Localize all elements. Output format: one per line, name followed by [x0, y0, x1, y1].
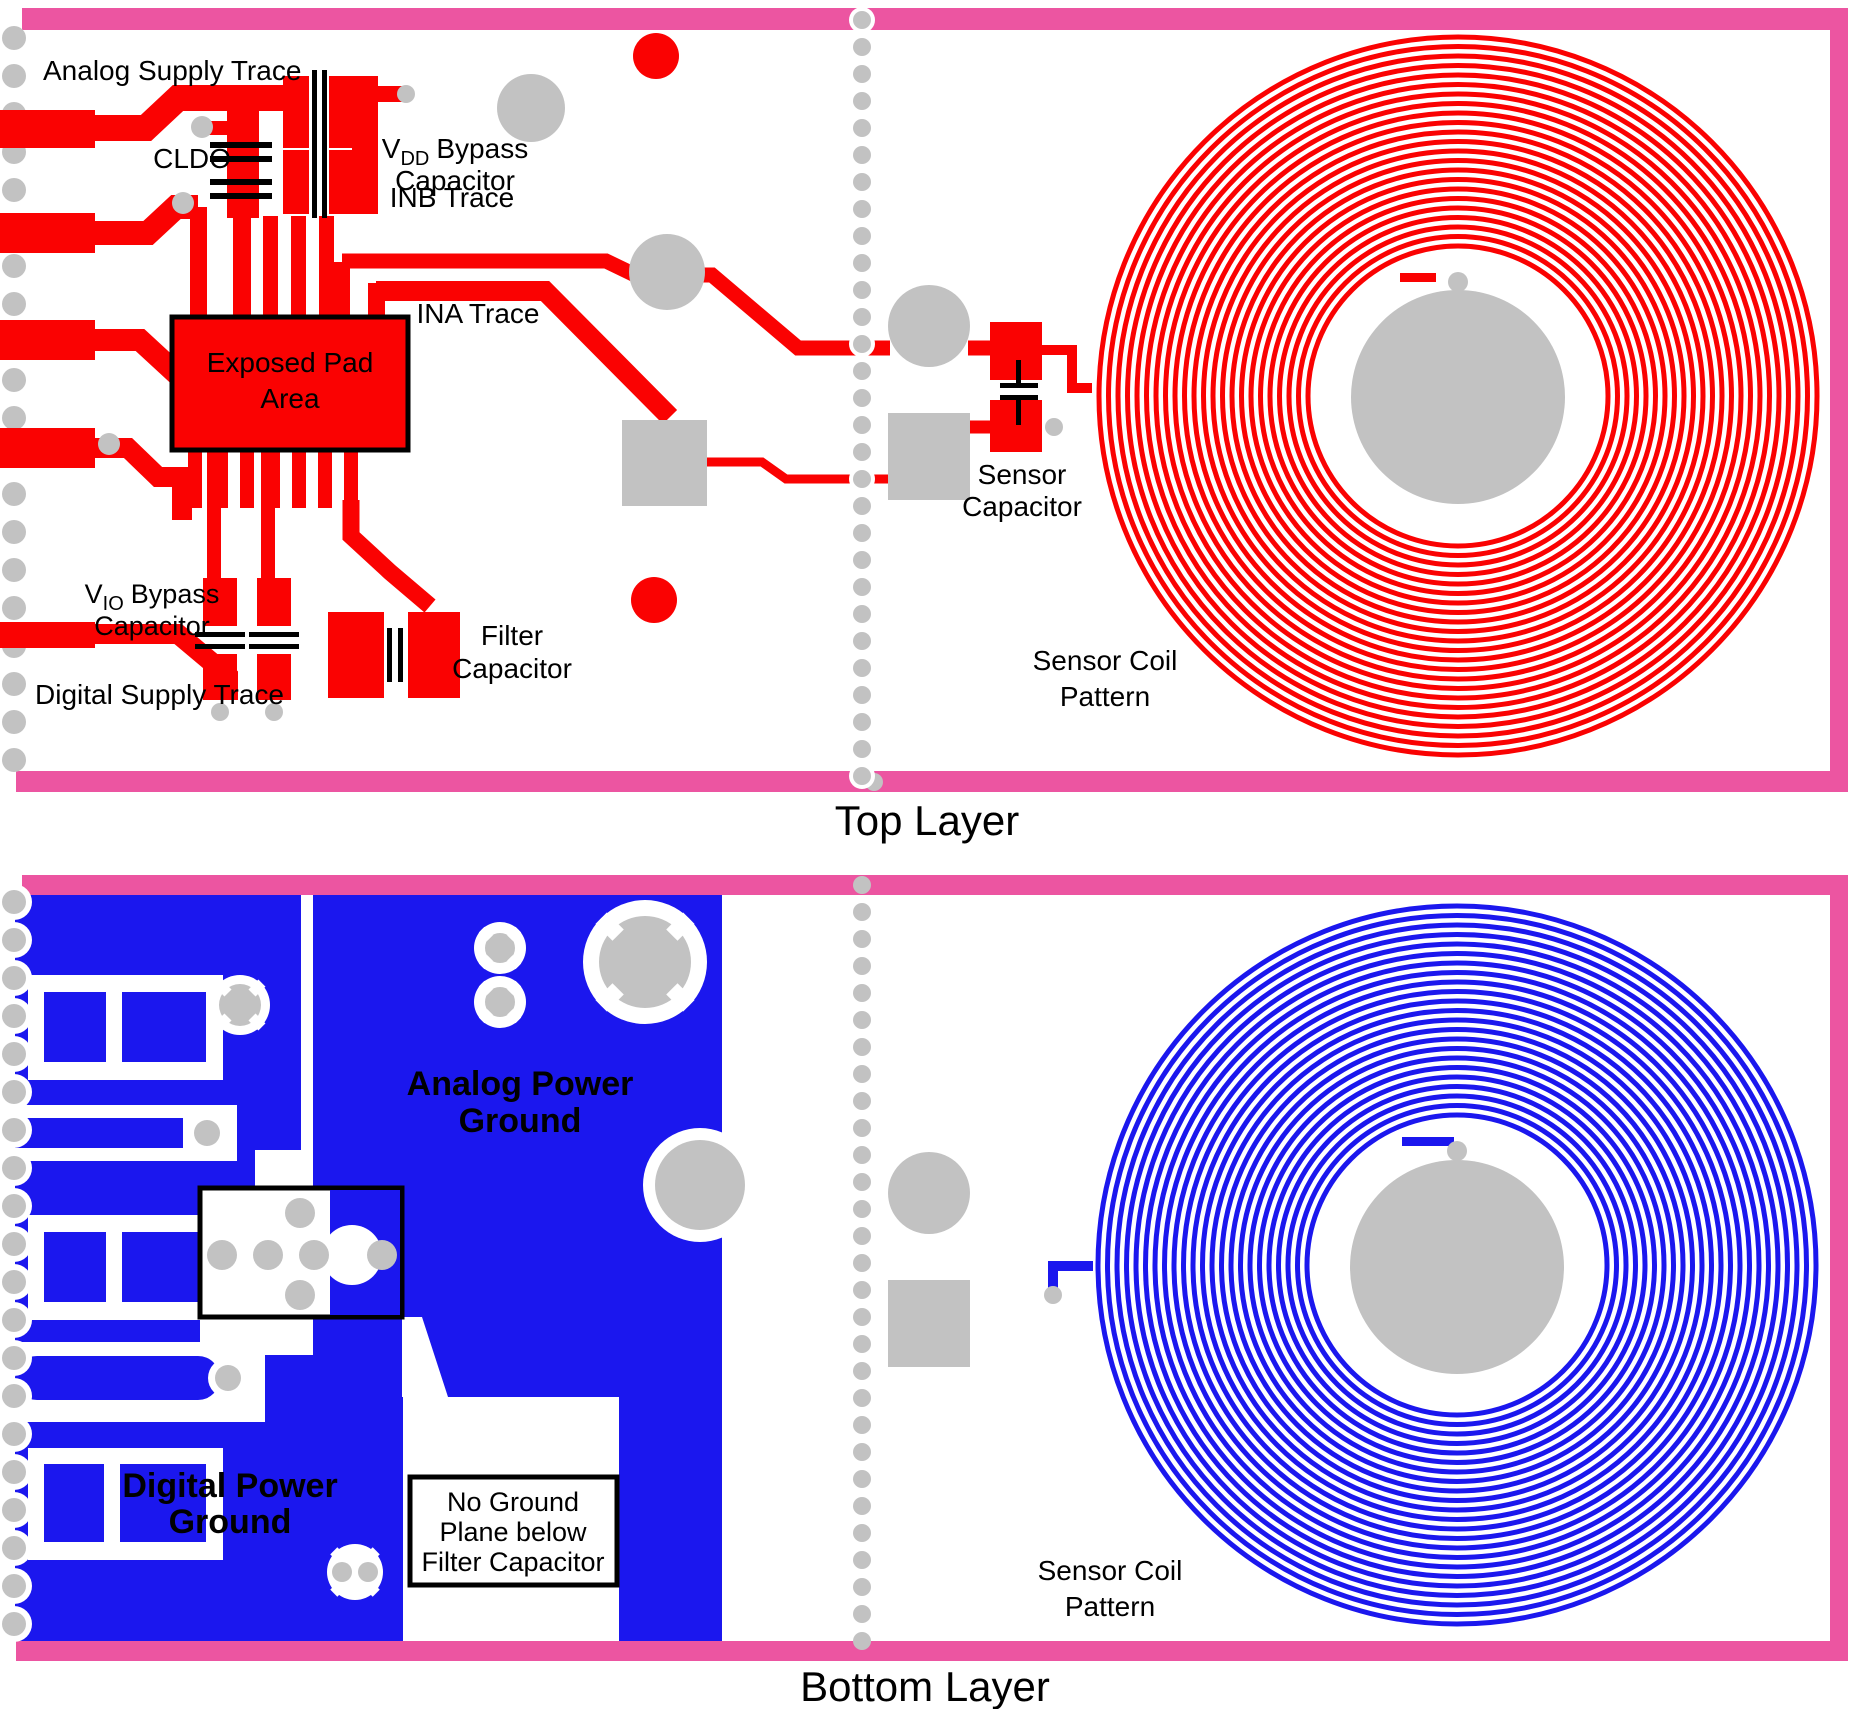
- bottom-board-labels: Analog Power Ground Digital Power Ground…: [122, 1065, 1182, 1622]
- red-dot-top: [633, 33, 679, 79]
- svg-text:No Ground: No Ground: [447, 1487, 579, 1517]
- exposed-pad-via-box: [197, 1185, 405, 1320]
- svg-text:Plane below: Plane below: [439, 1517, 587, 1547]
- analog-supply-trace: [95, 85, 300, 141]
- svg-text:Ground: Ground: [459, 1102, 582, 1140]
- label-sensor-coil-top: Sensor Coil: [1033, 645, 1178, 676]
- svg-text:Ground: Ground: [169, 1503, 292, 1541]
- ic-fanout-traces: [188, 450, 436, 613]
- ina-trace: [368, 281, 992, 484]
- coil-feed-trace-bottom: [1048, 1261, 1093, 1293]
- gray-pads-bottom: [888, 1152, 970, 1367]
- label-inb-trace: INB Trace: [390, 182, 514, 213]
- label-analog-supply-trace: Analog Supply Trace: [43, 55, 301, 86]
- svg-text:Capacitor: Capacitor: [94, 611, 210, 641]
- board-outline-top: [16, 8, 1848, 792]
- via-stitching-bottom: [853, 876, 871, 1650]
- svg-text:Pattern: Pattern: [1060, 681, 1150, 712]
- exposed-pad-label: Exposed Pad: [207, 347, 374, 378]
- label-filter-capacitor: Filter: [481, 620, 543, 651]
- plane-vias: [187, 1113, 248, 1398]
- coil-inner-stub-top: [1400, 273, 1436, 282]
- edge-pads-bottom: [15, 992, 220, 1542]
- label-cldo: CLDO: [153, 143, 231, 174]
- top-board: Exposed Pad Area Analog Supply Trace CLD…: [0, 7, 1848, 844]
- label-sensor-coil-bottom: Sensor Coil: [1038, 1555, 1183, 1586]
- label-digital-power-ground: Digital Power: [122, 1467, 337, 1505]
- castellated-edge-pads-bottom: [2, 890, 26, 1636]
- label-analog-power-ground: Analog Power: [407, 1065, 634, 1103]
- red-dot-bottom: [631, 577, 677, 623]
- svg-text:Filter Capacitor: Filter Capacitor: [421, 1547, 604, 1577]
- svg-text:Area: Area: [260, 383, 320, 414]
- exposed-pad-area: Exposed Pad Area: [169, 314, 411, 453]
- top-copper-traces: [0, 33, 1436, 700]
- caption-top-layer: Top Layer: [835, 797, 1019, 844]
- vdd-bypass-capacitor: [283, 76, 402, 214]
- thermal-via-pair: [327, 1544, 383, 1600]
- cldo-capacitor: [203, 110, 259, 317]
- sensor-coil-top: [1096, 34, 1820, 758]
- vio-bypass-capacitor: [203, 578, 291, 700]
- digital-supply-pad: [0, 622, 95, 648]
- mounting-pad-notched: [595, 912, 695, 1012]
- svg-text:Pattern: Pattern: [1065, 1591, 1155, 1622]
- coil-feed-via: [1044, 1286, 1062, 1304]
- label-ina-trace: INA Trace: [417, 298, 540, 329]
- analog-supply-pad: [0, 110, 95, 148]
- capacitor-symbols-top: [195, 70, 1038, 682]
- caption-bottom-layer: Bottom Layer: [800, 1663, 1050, 1709]
- gray-pads-top: [98, 74, 1063, 791]
- thermal-via: [474, 976, 526, 1028]
- thermal-via: [210, 975, 270, 1035]
- board-outline-bottom: [16, 875, 1848, 1661]
- sensor-coil-bottom: [1095, 903, 1819, 1627]
- svg-text:Capacitor: Capacitor: [395, 165, 515, 196]
- bottom-board: Analog Power Ground Digital Power Ground…: [0, 875, 1848, 1709]
- label-digital-supply-trace: Digital Supply Trace: [35, 679, 284, 710]
- via-stitching-top: [853, 11, 871, 785]
- svg-text:Capacitor: Capacitor: [962, 491, 1082, 522]
- svg-text:Capacitor: Capacitor: [452, 653, 572, 684]
- no-ground-plane-callout: No Ground Plane below Filter Capacitor: [407, 1474, 620, 1588]
- thermal-via: [474, 922, 526, 974]
- mounting-pad: [655, 1140, 745, 1230]
- label-sensor-capacitor: Sensor: [978, 459, 1067, 490]
- filter-capacitor: [328, 612, 460, 698]
